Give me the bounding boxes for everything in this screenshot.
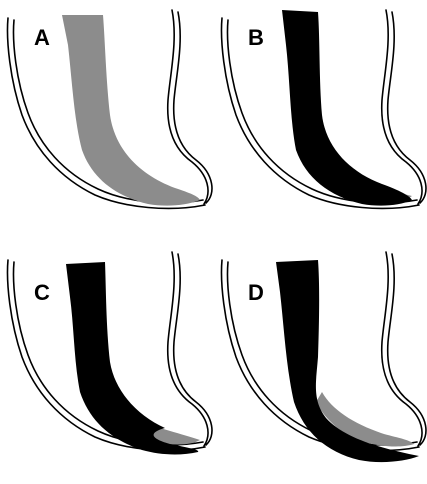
tooth-diagram-d	[214, 242, 427, 484]
tooth-diagram-b	[214, 0, 427, 242]
panel-b: B	[214, 0, 427, 242]
panel-label-a: A	[34, 27, 50, 49]
panel-d: D	[214, 242, 427, 484]
panel-label-d: D	[248, 282, 264, 304]
inner-outline-right	[174, 12, 212, 203]
canal-fill-black	[66, 262, 198, 454]
panel-c: C	[0, 242, 213, 484]
panel-label-b: B	[248, 27, 264, 49]
inner-outline-right	[388, 254, 426, 445]
tooth-diagram-a	[0, 0, 213, 242]
panel-a: A	[0, 0, 213, 242]
panel-label-c: C	[34, 282, 50, 304]
canal-fill-black	[282, 10, 412, 206]
tooth-diagram-c	[0, 242, 213, 484]
inner-outline-right	[388, 12, 426, 203]
inner-outline-right	[174, 254, 212, 445]
